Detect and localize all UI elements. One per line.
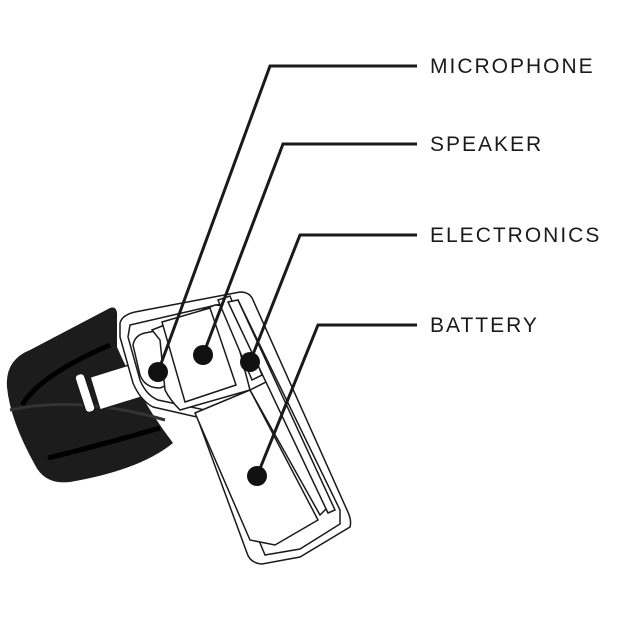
- label-speaker: SPEAKER: [430, 133, 544, 156]
- label-battery: BATTERY: [430, 314, 539, 337]
- leader-line-microphone: [156, 64, 417, 373]
- leader-line-battery: [255, 323, 417, 477]
- label-electronics: ELECTRONICS: [430, 224, 602, 247]
- label-microphone: MICROPHONE: [430, 55, 595, 78]
- battery-dot: [247, 466, 267, 486]
- speaker-dot: [193, 345, 213, 365]
- leader-line-electronics: [248, 233, 417, 363]
- electronics-dot: [240, 352, 260, 372]
- microphone-dot: [148, 362, 168, 382]
- leader-line-speaker: [201, 142, 417, 356]
